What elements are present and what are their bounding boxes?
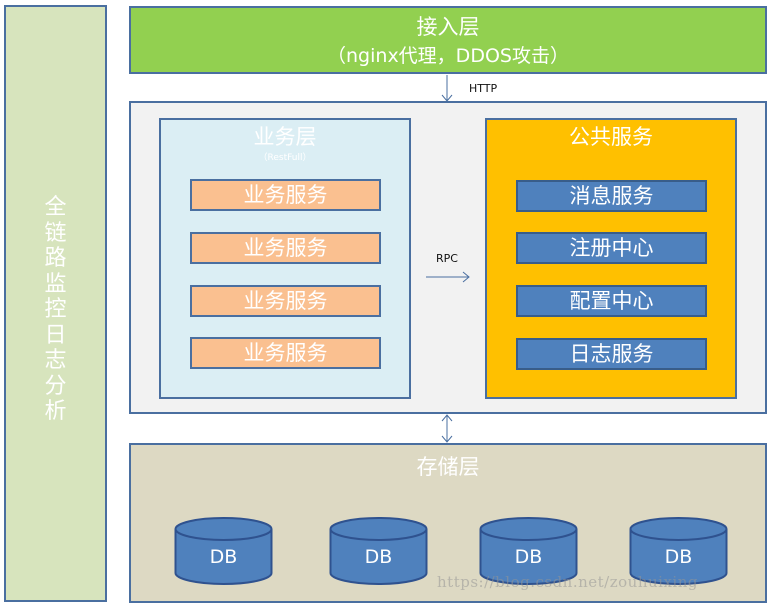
public-service-registry: 注册中心 <box>516 232 707 264</box>
database-1: DB <box>174 517 273 585</box>
http-arrow <box>441 75 453 102</box>
database-cylinder-icon <box>479 517 578 585</box>
database-cylinder-icon <box>629 517 728 585</box>
access-layer-title: 接入层 <box>416 15 480 39</box>
database-3: DB <box>479 517 578 585</box>
public-services-layer: 公共服务 消息服务 注册中心 配置中心 日志服务 <box>485 118 737 399</box>
database-4: DB <box>629 517 728 585</box>
business-service-3: 业务服务 <box>190 285 381 317</box>
database-label: DB <box>664 546 693 568</box>
access-layer-subtitle: （nginx代理，DDOS攻击） <box>327 45 569 67</box>
database-label: DB <box>209 546 238 568</box>
business-service-2: 业务服务 <box>190 232 381 264</box>
storage-layer-title: 存储层 <box>416 455 480 479</box>
storage-bidirectional-arrow <box>441 414 453 443</box>
monitoring-log-label: 全链路监控日志分析 <box>44 195 67 424</box>
business-layer: 业务层 （RestFull） 业务服务 业务服务 业务服务 业务服务 <box>159 118 411 399</box>
public-service-log: 日志服务 <box>516 338 707 370</box>
database-label: DB <box>364 546 393 568</box>
database-cylinder-icon <box>174 517 273 585</box>
business-service-1: 业务服务 <box>190 179 381 211</box>
public-service-config: 配置中心 <box>516 285 707 317</box>
public-services-title: 公共服务 <box>569 125 653 149</box>
database-cylinder-icon <box>329 517 428 585</box>
public-service-message: 消息服务 <box>516 180 707 212</box>
database-label: DB <box>514 546 543 568</box>
http-label: HTTP <box>469 82 498 95</box>
watermark-url: https://blog.csdn.net/zouhuixing <box>437 573 698 591</box>
rpc-label: RPC <box>436 252 458 265</box>
database-2: DB <box>329 517 428 585</box>
business-layer-subtitle: （RestFull） <box>258 153 312 163</box>
access-layer: 接入层 （nginx代理，DDOS攻击） <box>129 6 767 74</box>
monitoring-log-panel: 全链路监控日志分析 <box>4 5 107 602</box>
business-service-4: 业务服务 <box>190 337 381 369</box>
business-layer-title: 业务层 <box>253 125 317 149</box>
